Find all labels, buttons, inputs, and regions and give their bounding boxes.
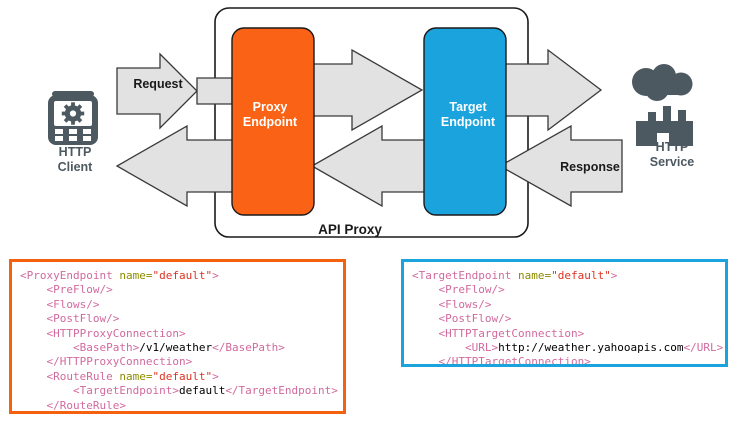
code-line: </RouteRule> [20,398,343,412]
request-arrow [116,52,198,130]
code-line: <PreFlow/> [412,283,725,297]
code-token-tag: <TargetEndpoint> [20,384,179,398]
http-client-icon [48,91,98,145]
code-line: <TargetEndpoint>default</TargetEndpoint> [20,384,343,398]
target-endpoint-code-block: <TargetEndpoint name="default"> <PreFlow… [401,259,728,367]
code-token-tag: </URL> [683,340,724,354]
code-token-tag: > [212,369,219,383]
code-line: <PreFlow/> [20,283,343,297]
cloud-icon [632,64,693,101]
target-endpoint-box[interactable] [423,27,507,216]
code-line: </HTTPProxyConnection> [20,355,343,369]
code-token-txt: http://weather.yahooapis.com [498,340,684,354]
code-token-tag: <URL> [412,340,499,354]
code-line: <RouteRule name="default"> [20,370,343,384]
code-token-attr: name= [119,269,153,282]
code-token-attr: name= [119,369,153,383]
proxy-to-client-arrow [115,124,239,208]
code-token-tag: <Flows/> [412,297,492,311]
code-token-tag: <PostFlow/> [412,312,512,326]
code-token-tag: <PreFlow/> [412,283,505,297]
code-line: <Flows/> [20,298,343,312]
code-line: <TargetEndpoint name="default"> [412,269,725,283]
code-line: <PostFlow/> [20,312,343,326]
code-token-tag: </HTTPTargetConnection> [412,355,591,367]
code-token-tag: <ProxyEndpoint [20,269,120,282]
http-service-icon [632,64,693,146]
code-token-tag: </TargetEndpoint> [225,384,338,398]
code-token-tag: </HTTPProxyConnection> [20,355,193,369]
code-token-tag: <TargetEndpoint [412,269,518,282]
code-line: <HTTPProxyConnection> [20,327,343,341]
code-token-tag: </BasePath> [212,340,285,354]
code-token-tag: <HTTPProxyConnection> [20,326,186,340]
proxy-endpoint-box[interactable] [231,27,315,216]
code-token-val: "default" [152,369,213,383]
code-token-val: "default" [551,269,611,282]
code-line: <Flows/> [412,298,725,312]
code-token-tag: </RouteRule> [20,398,126,412]
code-line: <URL>http://weather.yahooapis.com</URL> [412,341,725,355]
code-token-tag: > [610,269,618,282]
code-token-attr: name= [517,269,552,282]
code-token-txt: /v1/weather [139,340,213,354]
code-line: </HTTPTargetConnection> [412,355,725,367]
code-token-txt: default [178,384,226,398]
code-token-tag: <PreFlow/> [20,283,113,297]
code-line: <BasePath>/v1/weather</BasePath> [20,341,343,355]
factory-icon [636,106,693,146]
code-line: <HTTPTargetConnection> [412,327,725,341]
code-token-tag: <Flows/> [20,297,100,311]
code-token-tag: <RouteRule [20,369,120,383]
proxy-endpoint-code-block: <ProxyEndpoint name="default"> <PreFlow/… [9,259,346,414]
code-token-tag: <HTTPTargetConnection> [412,326,585,340]
code-line: </ProxyEndpoint> [20,413,343,414]
code-line: <ProxyEndpoint name="default"> [20,269,343,283]
code-token-tag: <PostFlow/> [20,312,120,326]
code-token-tag: > [212,269,219,282]
code-token-val: "default" [152,269,213,282]
code-line: <PostFlow/> [412,312,725,326]
code-token-tag: <BasePath> [20,340,140,354]
request-arrow-stub [196,77,233,105]
service-to-target-arrow [498,124,623,208]
code-token-tag: </ProxyEndpoint> [20,413,126,414]
